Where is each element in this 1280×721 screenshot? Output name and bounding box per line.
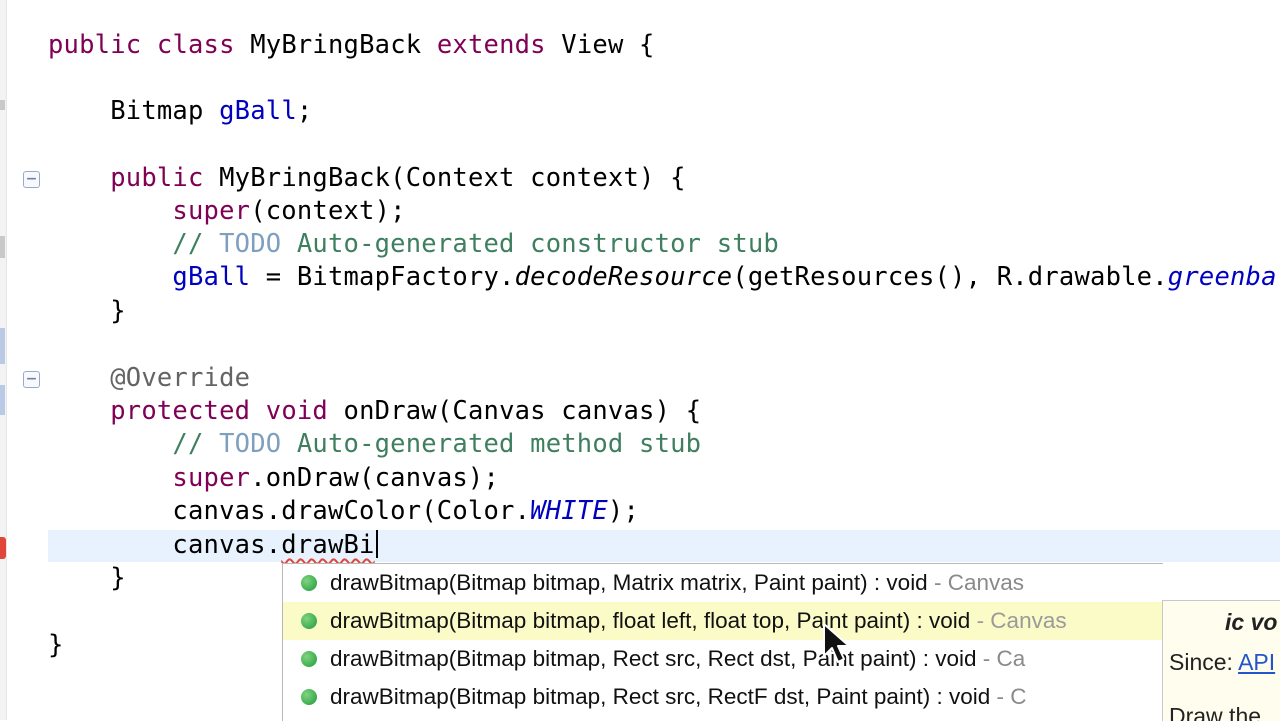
code-line-typing[interactable]: canvas.drawBi (48, 529, 378, 562)
gutter-marker (0, 100, 5, 110)
public-method-icon (301, 575, 317, 591)
current-line-highlight (48, 530, 1280, 562)
autocomplete-item-selected[interactable]: drawBitmap(Bitmap bitmap, float left, fl… (283, 602, 1163, 640)
code-line-method-declaration[interactable]: protected void onDraw(Canvas canvas) { (110, 396, 702, 426)
code-line-override-annotation[interactable]: @Override (110, 363, 251, 393)
public-method-icon (301, 613, 317, 629)
code-line-field-declaration[interactable]: Bitmap gBall; (110, 96, 313, 126)
code-line-method-comment[interactable]: // TODO Auto-generated method stub (172, 429, 702, 459)
code-line-constructor-assignment[interactable]: gBall = BitmapFactory.decodeResource(get… (172, 262, 1277, 292)
doc-signature: ic vo (1225, 609, 1278, 635)
code-line-method-close[interactable]: } (110, 563, 126, 593)
doc-api-link[interactable]: API (1238, 649, 1276, 675)
mouse-pointer-icon (823, 623, 850, 663)
autocomplete-item[interactable]: drawBitmap(Bitmap bitmap, Matrix matrix,… (283, 564, 1163, 602)
doc-description: Draw the (1169, 703, 1262, 721)
code-line-constructor-super[interactable]: super(context); (172, 196, 406, 226)
code-line-constructor-comment[interactable]: // TODO Auto-generated constructor stub (172, 229, 779, 259)
code-line-draw-color[interactable]: canvas.drawColor(Color.WHITE); (172, 496, 639, 526)
fold-collapse-icon[interactable]: − (23, 371, 40, 388)
code-line-class-declaration[interactable]: public class MyBringBack extends View { (48, 30, 655, 60)
gutter-marker (0, 236, 5, 258)
public-method-icon (301, 651, 317, 667)
text-caret (375, 530, 378, 558)
public-method-icon (301, 689, 317, 705)
javadoc-popup[interactable]: ic vo Since: API Draw the (1162, 600, 1280, 721)
editor-gutter: − − (0, 0, 44, 720)
fold-collapse-icon[interactable]: − (23, 171, 40, 188)
error-marker-icon[interactable] (0, 537, 6, 559)
code-line-method-super[interactable]: super.onDraw(canvas); (172, 463, 500, 493)
gutter-marker (0, 385, 5, 415)
code-line-class-close[interactable]: } (48, 630, 64, 660)
code-line-constructor-declaration[interactable]: public MyBringBack(Context context) { (110, 163, 686, 193)
gutter-marker (0, 328, 5, 364)
autocomplete-item[interactable]: drawBitmap(Bitmap bitmap, Rect src, Rect… (283, 678, 1163, 716)
doc-since: Since: API (1169, 649, 1276, 675)
autocomplete-popup[interactable]: drawBitmap(Bitmap bitmap, Matrix matrix,… (282, 563, 1163, 721)
error-squiggle: drawBi (281, 530, 375, 560)
code-line-constructor-close[interactable]: } (110, 296, 126, 326)
autocomplete-item[interactable]: drawBitmap(Bitmap bitmap, Rect src, Rect… (283, 640, 1163, 678)
